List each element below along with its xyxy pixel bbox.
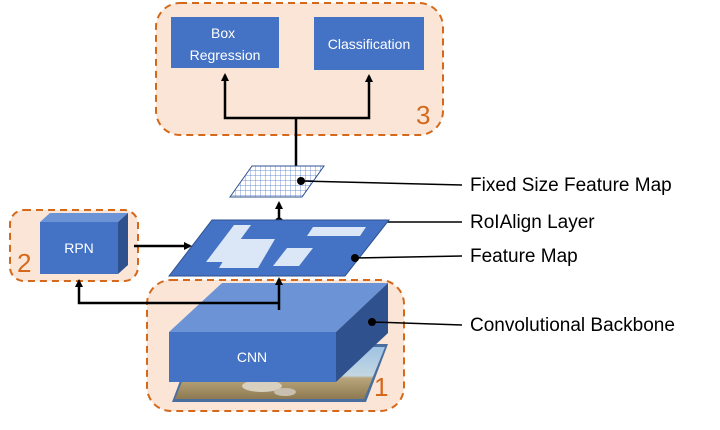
roi-patch-1 [206, 225, 251, 262]
classification-block [314, 17, 424, 70]
roi-patch-4 [307, 227, 366, 236]
backbone-callout-label: Convolutional Backbone [470, 315, 675, 336]
stage-2-number: 2 [17, 248, 31, 278]
cnn-block-side [336, 283, 388, 382]
stage-1-number: 1 [374, 372, 388, 402]
rpn-block-side [118, 213, 128, 274]
backbone-to-rpn-arrow [75, 279, 279, 305]
classification-label: Classification [328, 36, 410, 52]
fixed-size-callout-label: Fixed Size Feature Map [470, 175, 672, 196]
roialign-callout-label: RoIAlign Layer [470, 212, 595, 233]
backbone-callout-line [371, 321, 463, 326]
feature-map-callout-line [354, 255, 463, 259]
head-branch-arrow-classification [296, 74, 373, 120]
head-branch-arrow-box-regression [221, 73, 296, 120]
rpn-label: RPN [64, 240, 94, 256]
cnn-label: CNN [237, 349, 267, 365]
rpn-block-top [40, 213, 128, 222]
fixed-size-feature-map [229, 165, 325, 198]
feature-map-callout-label: Feature Map [470, 246, 578, 267]
cnn-block-front [169, 332, 336, 382]
box-regression-block [171, 17, 279, 68]
stage-3-number: 3 [416, 100, 430, 130]
rpn-block-front [40, 222, 118, 274]
roi-patch-3 [273, 248, 313, 266]
box-regression-label: Box Regression [190, 25, 261, 63]
fixed-size-callout-line [300, 180, 463, 186]
roi-patch-2 [219, 239, 275, 268]
